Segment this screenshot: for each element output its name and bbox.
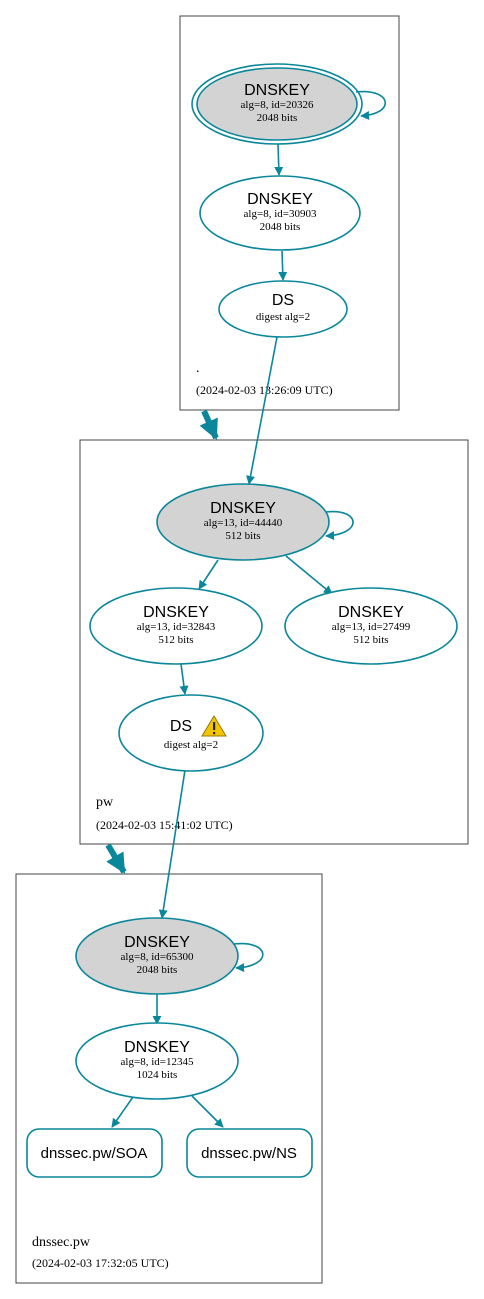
node-soa-label: dnssec.pw/SOA bbox=[41, 1145, 148, 1162]
node-root-ksk-line1: alg=8, id=20326 bbox=[241, 99, 314, 111]
node-dnssec-zsk-title: DNSKEY bbox=[124, 1039, 190, 1056]
node-dnssec-ksk-title: DNSKEY bbox=[124, 934, 190, 951]
node-root-ksk[interactable]: DNSKEY alg=8, id=20326 2048 bits bbox=[191, 63, 363, 145]
node-root-ksk-line2: 2048 bits bbox=[257, 112, 298, 124]
node-dnssec-zsk-line2: 1024 bits bbox=[137, 1069, 178, 1081]
node-pw-ds-title: DS bbox=[170, 718, 192, 735]
edge-root-ksk-self bbox=[355, 90, 386, 121]
zone-pw-border bbox=[79, 439, 469, 845]
node-pw-zsk2-line2: 512 bits bbox=[353, 634, 388, 646]
node-pw-zsk1-title: DNSKEY bbox=[143, 604, 209, 621]
node-pw-ksk-line2: 512 bits bbox=[225, 530, 260, 542]
node-dnssec-ksk-line1: alg=8, id=65300 bbox=[121, 951, 194, 963]
edge-pw-ksk-self bbox=[325, 510, 354, 541]
node-root-zsk-line1: alg=8, id=30903 bbox=[244, 208, 317, 220]
node-root-zsk-title: DNSKEY bbox=[247, 191, 313, 208]
edge-pw-ksk-zsk1 bbox=[198, 559, 219, 590]
zone-pw-timestamp: (2024-02-03 15:41:02 UTC) bbox=[96, 818, 233, 832]
edge-root-ksk-zsk bbox=[274, 143, 284, 176]
node-dnssec-ksk[interactable]: DNSKEY alg=8, id=65300 2048 bits bbox=[75, 917, 239, 995]
node-root-ds-line1: digest alg=2 bbox=[256, 311, 310, 323]
node-pw-zsk1-line1: alg=13, id=32843 bbox=[137, 621, 216, 633]
delegation-root-to-pw bbox=[199, 409, 219, 440]
node-dnssec-zsk[interactable]: DNSKEY alg=8, id=12345 1024 bits bbox=[75, 1022, 239, 1100]
zone-root-name: . bbox=[196, 361, 200, 376]
node-root-ksk-title: DNSKEY bbox=[244, 82, 310, 99]
edge-dnssec-zsk-ns bbox=[191, 1095, 224, 1128]
edge-pw-ksk-zsk2 bbox=[285, 555, 333, 595]
edges bbox=[111, 90, 386, 1128]
edge-dnssec-ksk-self bbox=[233, 942, 264, 973]
node-root-ds-title: DS bbox=[272, 292, 294, 309]
node-root-zsk-line2: 2048 bits bbox=[260, 221, 301, 233]
edge-root-ds-pw-ksk bbox=[246, 336, 278, 485]
zone-root-timestamp: (2024-02-03 13:26:09 UTC) bbox=[196, 383, 333, 397]
delegation-pw-to-dnssec bbox=[105, 843, 127, 874]
edge-pw-zsk1-ds bbox=[179, 663, 189, 695]
zone-pw: pw (2024-02-03 15:41:02 UTC) bbox=[79, 439, 469, 845]
delegation-edges bbox=[105, 409, 219, 874]
node-pw-ksk-line1: alg=13, id=44440 bbox=[204, 517, 283, 529]
zone-pw-name: pw bbox=[96, 795, 114, 810]
node-dnssec-ksk-line2: 2048 bits bbox=[137, 964, 178, 976]
node-pw-zsk2[interactable]: DNSKEY alg=13, id=27499 512 bits bbox=[284, 587, 458, 665]
zone-root: . (2024-02-03 13:26:09 UTC) bbox=[179, 15, 400, 411]
warning-triangle-icon bbox=[201, 715, 227, 737]
node-pw-ds[interactable]: DS digest alg=2 bbox=[118, 694, 264, 772]
edge-dnssec-zsk-soa bbox=[111, 1096, 134, 1128]
node-pw-zsk1[interactable]: DNSKEY alg=13, id=32843 512 bits bbox=[89, 587, 263, 665]
node-ns[interactable]: dnssec.pw/NS bbox=[186, 1128, 313, 1178]
node-pw-ksk-title: DNSKEY bbox=[210, 500, 276, 517]
node-pw-ksk[interactable]: DNSKEY alg=13, id=44440 512 bits bbox=[156, 483, 330, 561]
node-pw-zsk2-line1: alg=13, id=27499 bbox=[332, 621, 411, 633]
zone-dnssec-name: dnssec.pw bbox=[32, 1235, 91, 1250]
node-ns-label: dnssec.pw/NS bbox=[201, 1145, 297, 1162]
node-soa[interactable]: dnssec.pw/SOA bbox=[26, 1128, 163, 1178]
edge-root-zsk-ds bbox=[278, 250, 288, 281]
node-pw-zsk1-line2: 512 bits bbox=[158, 634, 193, 646]
edge-pw-ds-dnssec-ksk bbox=[158, 769, 186, 919]
zone-dnssec-timestamp: (2024-02-03 17:32:05 UTC) bbox=[32, 1256, 169, 1270]
node-dnssec-zsk-line1: alg=8, id=12345 bbox=[121, 1056, 194, 1068]
zone-root-border bbox=[179, 15, 400, 411]
node-pw-ds-line1: digest alg=2 bbox=[164, 739, 218, 751]
node-root-zsk[interactable]: DNSKEY alg=8, id=30903 2048 bits bbox=[199, 175, 361, 251]
node-pw-zsk2-title: DNSKEY bbox=[338, 604, 404, 621]
node-root-ds[interactable]: DS digest alg=2 bbox=[218, 280, 348, 338]
